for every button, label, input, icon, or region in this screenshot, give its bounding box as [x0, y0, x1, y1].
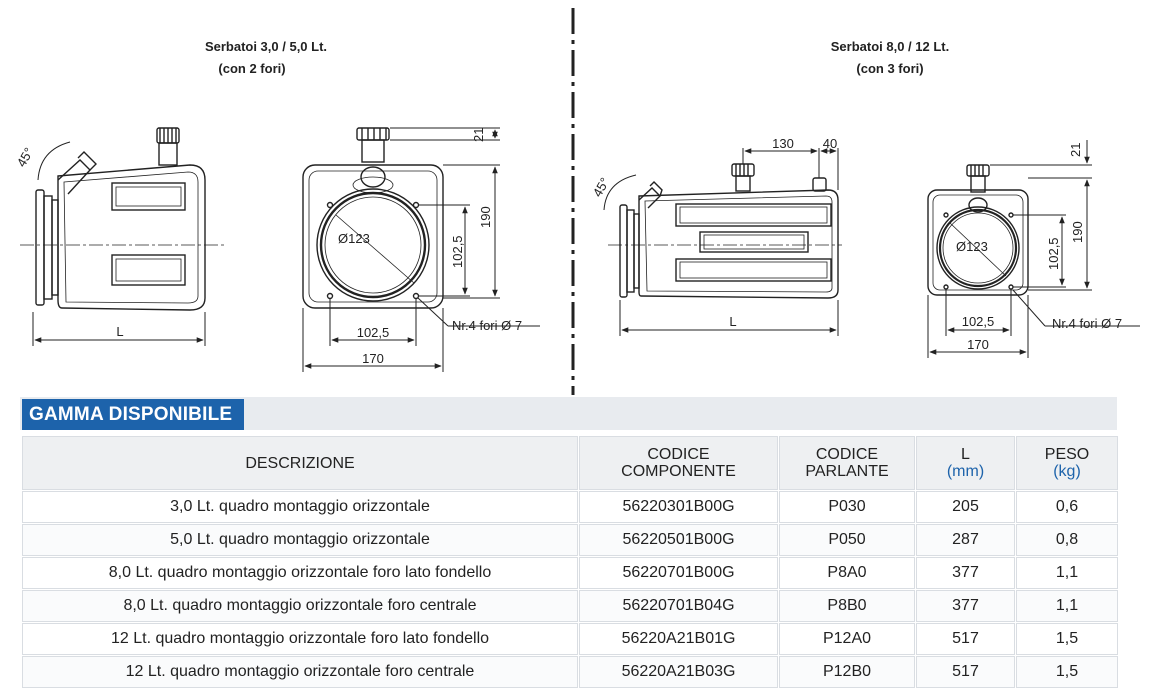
header-codice-parlante-line2: PARLANTE: [805, 463, 889, 480]
header-codice-componente-line2: COMPONENTE: [621, 463, 736, 480]
cell-codice-parlante: P030: [780, 492, 914, 522]
left-length-dimension: [32, 312, 206, 346]
header-codice-parlante: CODICE PARLANTE: [780, 437, 914, 489]
cell-codice-parlante: P8B0: [780, 591, 914, 621]
cell-peso: 1,1: [1017, 591, 1117, 621]
header-descrizione: DESCRIZIONE: [23, 437, 577, 489]
left-dim-102-5-vertical: 102,5: [450, 235, 465, 268]
cell-descrizione: 12 Lt. quadro montaggio orizzontale foro…: [23, 624, 577, 654]
right-angle-label: 45°: [590, 175, 613, 200]
header-codice-parlante-line1: CODICE: [815, 446, 879, 463]
table-row: 3,0 Lt. quadro montaggio orizzontale 562…: [23, 492, 1117, 522]
right-dim-21: 21: [1068, 143, 1083, 157]
cell-codice-parlante: P12B0: [780, 657, 914, 687]
right-dim-40: 40: [823, 136, 837, 151]
left-side-view: [20, 127, 225, 311]
left-dim-170: 170: [362, 351, 384, 366]
cell-l: 205: [917, 492, 1014, 522]
table-row: 8,0 Lt. quadro montaggio orizzontale for…: [23, 558, 1117, 588]
cell-descrizione: 8,0 Lt. quadro montaggio orizzontale for…: [23, 591, 577, 621]
right-dim-102-5-horizontal: 102,5: [962, 314, 995, 329]
right-dim-102-5-vertical: 102,5: [1046, 237, 1061, 270]
table-row: 5,0 Lt. quadro montaggio orizzontale 562…: [23, 525, 1117, 555]
cell-peso: 1,5: [1017, 624, 1117, 654]
left-front-dimensions: [302, 127, 540, 372]
cell-codice-componente: 56220701B04G: [580, 591, 777, 621]
header-codice-componente-line1: CODICE: [647, 446, 710, 463]
right-side-view: [603, 163, 842, 299]
right-front-dimensions: [927, 140, 1140, 358]
cell-descrizione: 3,0 Lt. quadro montaggio orizzontale: [23, 492, 577, 522]
right-length-label: L: [729, 314, 736, 329]
cell-l: 377: [917, 591, 1014, 621]
cell-peso: 1,5: [1017, 657, 1117, 687]
right-dim-190: 190: [1070, 221, 1085, 243]
cell-descrizione: 12 Lt. quadro montaggio orizzontale foro…: [23, 657, 577, 687]
cell-codice-componente: 56220501B00G: [580, 525, 777, 555]
right-title-line2: (con 3 fori): [856, 61, 923, 76]
section-title: GAMMA DISPONIBILE: [22, 399, 244, 430]
left-length-label: L: [116, 324, 123, 339]
header-l: L (mm): [917, 437, 1014, 489]
cell-descrizione: 5,0 Lt. quadro montaggio orizzontale: [23, 525, 577, 555]
table-row: 12 Lt. quadro montaggio orizzontale foro…: [23, 624, 1117, 654]
product-range-table: DESCRIZIONE CODICE COMPONENTE CODICE PAR…: [20, 434, 1120, 690]
left-holes-label: Nr.4 fori Ø 7: [452, 318, 522, 333]
right-title-line1: Serbatoi 8,0 / 12 Lt.: [831, 39, 950, 54]
left-angle-label: 45°: [14, 145, 37, 170]
header-codice-componente: CODICE COMPONENTE: [580, 437, 777, 489]
left-diameter-label: Ø123: [338, 231, 370, 246]
cell-descrizione: 8,0 Lt. quadro montaggio orizzontale for…: [23, 558, 577, 588]
right-front-view: [927, 164, 1029, 296]
cell-codice-parlante: P050: [780, 525, 914, 555]
table-row: 12 Lt. quadro montaggio orizzontale foro…: [23, 657, 1117, 687]
table-header-row: DESCRIZIONE CODICE COMPONENTE CODICE PAR…: [23, 437, 1117, 489]
header-peso-unit: (kg): [1053, 463, 1081, 480]
table-row: 8,0 Lt. quadro montaggio orizzontale for…: [23, 591, 1117, 621]
cell-l: 517: [917, 624, 1014, 654]
technical-drawings: Serbatoi 3,0 / 5,0 Lt. (con 2 fori) 45°: [14, 8, 1140, 395]
right-length-dimension: [619, 300, 839, 336]
cell-codice-componente: 56220A21B03G: [580, 657, 777, 687]
header-l-unit: (mm): [946, 463, 985, 480]
right-diameter-label: Ø123: [956, 239, 988, 254]
cell-l: 287: [917, 525, 1014, 555]
cell-codice-parlante: P8A0: [780, 558, 914, 588]
right-holes-label: Nr.4 fori Ø 7: [1052, 316, 1122, 331]
cell-codice-componente: 56220301B00G: [580, 492, 777, 522]
header-peso: PESO (kg): [1017, 437, 1117, 489]
right-top-dimensions: [742, 148, 839, 190]
right-dim-130: 130: [772, 136, 794, 151]
left-title-line2: (con 2 fori): [218, 61, 285, 76]
left-dim-21: 21: [471, 128, 486, 142]
cell-peso: 0,6: [1017, 492, 1117, 522]
cell-codice-componente: 56220701B00G: [580, 558, 777, 588]
header-peso-label: PESO: [1044, 446, 1090, 463]
cell-l: 517: [917, 657, 1014, 687]
left-dim-190: 190: [478, 206, 493, 228]
cell-l: 377: [917, 558, 1014, 588]
cell-peso: 1,1: [1017, 558, 1117, 588]
right-dim-170: 170: [967, 337, 989, 352]
left-title-line1: Serbatoi 3,0 / 5,0 Lt.: [205, 39, 327, 54]
left-dim-102-5-horizontal: 102,5: [357, 325, 390, 340]
left-front-view: [302, 127, 444, 309]
header-l-label: L: [961, 446, 970, 463]
cell-codice-parlante: P12A0: [780, 624, 914, 654]
cell-peso: 0,8: [1017, 525, 1117, 555]
cell-codice-componente: 56220A21B01G: [580, 624, 777, 654]
